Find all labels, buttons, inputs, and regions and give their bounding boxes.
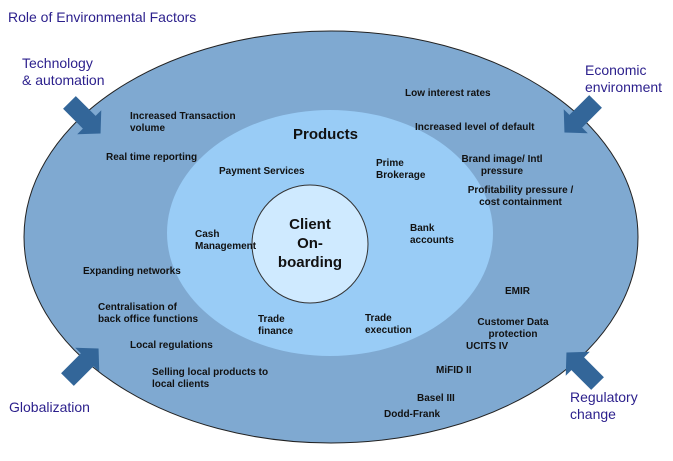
factor-economic-line: Economic (585, 62, 647, 78)
core-line: boarding (277, 254, 343, 271)
factor-regulatory-line: Regulatory (570, 389, 638, 405)
label-selling-local-products: Selling local products to local clients (152, 367, 268, 391)
factor-economic: Economic environment (585, 62, 662, 96)
product-prime-brokerage: Prime Brokerage (376, 158, 425, 182)
factor-globalization-line: Globalization (9, 399, 90, 415)
label-line: Brand image/ Intl (461, 154, 543, 165)
label-line: pressure (480, 166, 524, 177)
label-line: Cash (195, 229, 220, 240)
label-local-regulations: Local regulations (130, 340, 213, 351)
label-line: Centralisation of (98, 302, 177, 313)
label-emir: EMIR (505, 286, 530, 297)
arrow-icon-regulatory (565, 351, 604, 390)
label-line: Profitability pressure / (467, 185, 574, 196)
label-dodd-frank: Dodd-Frank (384, 409, 441, 420)
factor-regulatory: Regulatory change (570, 389, 638, 423)
client-onboarding-circle (251, 184, 369, 304)
label-line: protection (488, 329, 538, 340)
factor-regulatory-line: change (570, 406, 616, 422)
product-cash-management: Cash Management (195, 229, 256, 253)
product-trade-execution: Trade execution (365, 313, 412, 337)
label-line: Selling local products to (152, 367, 269, 378)
arrow-icon-economic (563, 95, 602, 134)
factor-globalization: Globalization (9, 399, 90, 416)
arrow-icon-globalization (61, 347, 100, 386)
label-line: Customer Data (477, 317, 549, 328)
product-bank-accounts: Bank accounts (410, 223, 454, 247)
label-ucits-iv: UCITS IV (466, 341, 509, 352)
diagram-title: Role of Environmental Factors (8, 9, 197, 25)
label-low-interest-rates: Low interest rates (405, 88, 491, 99)
product-payment-services: Payment Services (219, 166, 305, 177)
label-profitability-pressure: Profitability pressure / cost containmen… (463, 185, 578, 209)
label-basel-iii: Basel III (417, 393, 455, 404)
core-line: Client (289, 216, 331, 233)
label-line: finance (258, 326, 294, 337)
factor-economic-line: environment (585, 79, 663, 95)
label-line: Bank (410, 223, 435, 234)
label-line: Brokerage (376, 170, 426, 181)
label-centralisation: Centralisation of back office functions (98, 302, 198, 326)
products-title: Products (293, 126, 359, 143)
core-line: On- (297, 235, 323, 252)
label-customer-data-protection: Customer Data protection (473, 317, 553, 341)
label-mifid-ii: MiFID II (436, 365, 472, 376)
label-line: execution (365, 325, 412, 336)
label-expanding-networks: Expanding networks (83, 266, 181, 277)
label-line: Increased Transaction (130, 111, 236, 122)
label-line: Management (195, 241, 257, 252)
product-trade-finance: Trade finance (258, 314, 293, 338)
factor-technology: Technology & automation (22, 55, 105, 89)
label-increased-level-of-default: Increased level of default (415, 122, 535, 133)
label-brand-image: Brand image/ Intl pressure (457, 154, 547, 178)
label-increased-transaction-volume: Increased Transaction volume (130, 111, 236, 135)
label-line: volume (130, 123, 166, 134)
arrow-icon-technology (63, 96, 102, 135)
label-line: Prime (376, 158, 404, 169)
label-line: accounts (410, 235, 454, 246)
label-line: Trade (258, 314, 285, 325)
core-client-onboarding: Client On- boarding (270, 215, 350, 272)
label-line: local clients (152, 379, 210, 390)
label-line: back office functions (98, 314, 199, 325)
label-real-time-reporting: Real time reporting (106, 152, 198, 163)
factor-technology-line: Technology (22, 55, 93, 71)
label-line: cost containment (479, 197, 562, 208)
factor-technology-line: & automation (22, 72, 105, 88)
label-line: Trade (365, 313, 392, 324)
